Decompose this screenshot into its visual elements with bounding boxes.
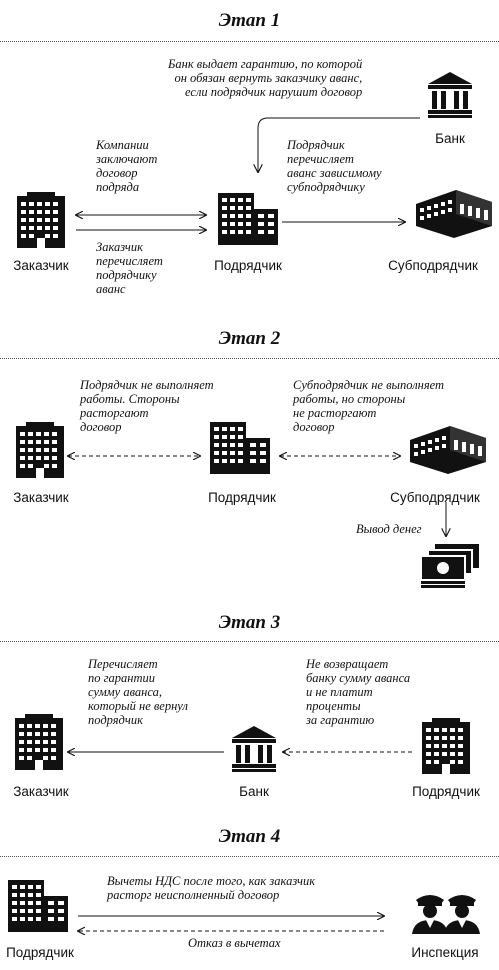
s4-inspection-label: Инспекция <box>411 945 479 960</box>
s2-contractor-label: Подрядчик <box>208 490 276 505</box>
s2-customer-icon <box>16 422 64 478</box>
s2-note-right: Субподрядчик не выполняет работы, но сто… <box>293 378 445 434</box>
s3-bank-icon <box>232 726 276 772</box>
s2-note-withdraw: Вывод денег <box>356 522 422 536</box>
s1-contractor-icon <box>218 193 278 245</box>
s2-subcontractor-icon <box>410 426 486 474</box>
s4-note-top: Вычеты НДС после того, как заказчик раст… <box>107 874 316 902</box>
stage-3-title: Этап 3 <box>218 612 281 633</box>
s4-note-bottom: Отказ в вычетах <box>188 936 281 950</box>
s1-note-bank-guarantee: Банк выдает гарантию, по которой он обяз… <box>168 57 363 99</box>
s2-subcontractor-label: Субподрядчик <box>390 490 480 505</box>
s3-customer-icon <box>15 714 63 770</box>
stage-2-title: Этап 2 <box>218 328 281 349</box>
s1-customer-icon <box>17 192 65 248</box>
stage-3-divider <box>0 641 499 642</box>
s3-note-right: Не возвращает банку сумму аванса и не пл… <box>306 657 411 727</box>
s3-note-left: Перечисляет по гарантии сумму аванса, ко… <box>88 657 188 727</box>
s1-note-contract: Компании заключают договор подряда <box>96 138 158 194</box>
stage-1-divider <box>0 41 499 42</box>
s1-note-advance: Заказчик перечисляет подрядчику аванс <box>96 240 163 296</box>
stage-1-title: Этап 1 <box>218 10 281 31</box>
s1-subcontractor-label: Субподрядчик <box>388 258 478 273</box>
arrow-bank-to-contractor <box>258 117 420 172</box>
s3-bank-label: Банк <box>239 784 269 799</box>
s4-contractor-label: Подрядчик <box>6 945 74 960</box>
stage-4-title: Этап 4 <box>218 826 281 847</box>
s3-customer-label: Заказчик <box>13 784 69 799</box>
s1-contractor-label: Подрядчик <box>214 258 282 273</box>
stage-2-divider <box>0 358 499 359</box>
s3-contractor-label: Подрядчик <box>412 784 480 799</box>
s1-customer-label: Заказчик <box>13 258 69 273</box>
s3-contractor-icon <box>422 718 470 774</box>
s2-note-left: Подрядчик не выполняет работы. Стороны р… <box>80 378 214 434</box>
money-stack-icon <box>421 544 479 588</box>
s2-contractor-icon <box>210 422 270 474</box>
s4-contractor-icon <box>8 880 68 932</box>
stage-4-divider <box>0 856 499 857</box>
s1-bank-label: Банк <box>435 131 465 146</box>
s1-note-sub-advance: Подрядчик перечисляет аванс зависимому с… <box>287 138 382 194</box>
s1-bank-icon <box>428 72 472 118</box>
s2-customer-label: Заказчик <box>13 490 69 505</box>
s1-subcontractor-icon <box>416 190 492 238</box>
inspector-icon-2 <box>442 890 482 934</box>
